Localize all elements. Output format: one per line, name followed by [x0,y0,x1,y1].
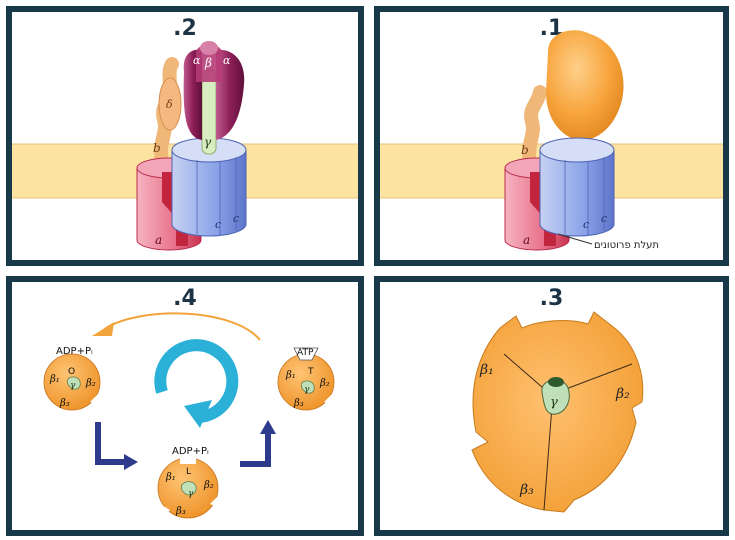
panel-number: .2 [173,16,197,41]
right-beta1: β₁ [285,370,296,381]
delta-label: δ [166,98,173,111]
gamma-label: γ [550,395,558,410]
panel-number: .3 [539,286,564,311]
c-label-1: c [215,218,221,231]
right-beta3: β₃ [293,398,304,409]
panel-number: .4 [173,286,197,311]
atp-synthase-full-diagram: α β α δ γ b a c c [12,41,358,251]
f1-top-view-diagram: β₁ β₂ β₃ γ [471,311,644,513]
c-ring [171,149,247,237]
rotation-arrow [154,339,239,423]
alpha-label-1: α [193,54,201,67]
left-top-label: ADP+Pᵢ [56,346,93,357]
atp-synthase-simple-diagram: b a c c תעלת פרוטונים [380,30,723,251]
bottom-beta2: β₂ [203,480,214,491]
bottom-beta3: β₃ [175,506,186,517]
beta3-label: β₃ [519,482,534,498]
beta1-label: β₁ [479,362,494,378]
bottom-top-label: ADP+Pᵢ [172,446,209,457]
proton-channel-label: תעלת פרוטונים [594,240,659,251]
divider-3 [543,405,553,511]
beta-subunit [196,44,222,82]
b-label: b [521,143,529,157]
left-beta3: β₃ [59,398,70,409]
c-ring [539,149,615,237]
bottom-gamma: γ [188,489,194,499]
divider-2 [557,363,633,393]
panel-3-f1-top-view: .3 β₁ β₂ β₃ γ [374,276,729,536]
left-state-label: O [68,367,75,377]
c-label-2: c [601,212,607,225]
beta-label: β [204,56,212,70]
delta-subunit [158,77,182,131]
b-stalk [522,85,547,171]
a-label: a [523,233,530,247]
right-top-label: ATP [297,348,314,358]
rotation-cycle-diagram: ADP+Pᵢ O β₁ β₂ β₃ γ ADP+Pᵢ L β₁ β₂ β₃ γ … [43,312,335,519]
f1-head [546,30,624,140]
proton-channel-pointer [557,233,593,245]
orange-return-arrow [105,312,261,341]
a-label: a [155,233,162,247]
bottom-beta1: β₁ [165,472,176,483]
c-label-1: c [583,218,589,231]
atp-tag [293,347,319,361]
panel-4-rotation-cycle: .4 ADP+Pᵢ O β₁ β₂ β₃ γ [6,276,364,536]
f1-head-bottom [157,456,220,519]
alpha-subunit-right [216,49,245,140]
left-gamma: γ [70,381,76,391]
b-label: b [153,141,161,155]
gamma-label: γ [204,135,212,149]
right-beta2: β₂ [319,378,330,389]
alpha-label-2: α [223,54,231,67]
beta2-label: β₂ [615,386,630,402]
c-label-2: c [233,212,239,225]
left-beta2: β₂ [85,378,96,389]
navy-arrow-right [240,432,271,467]
navy-arrow-left [95,422,126,465]
rotation-arrow-head [184,400,212,428]
right-state-label: T [307,367,314,377]
panel-2-atp-synthase-full: .2 [6,6,364,266]
right-gamma: γ [304,385,310,395]
bottom-state-label: L [186,467,191,477]
f1-head-left [43,353,101,412]
panel-1-atp-synthase-simple: .1 b a [374,6,729,266]
left-beta1: β₁ [49,374,60,385]
gamma-tip [548,377,564,387]
orange-arrow-head [92,322,114,336]
